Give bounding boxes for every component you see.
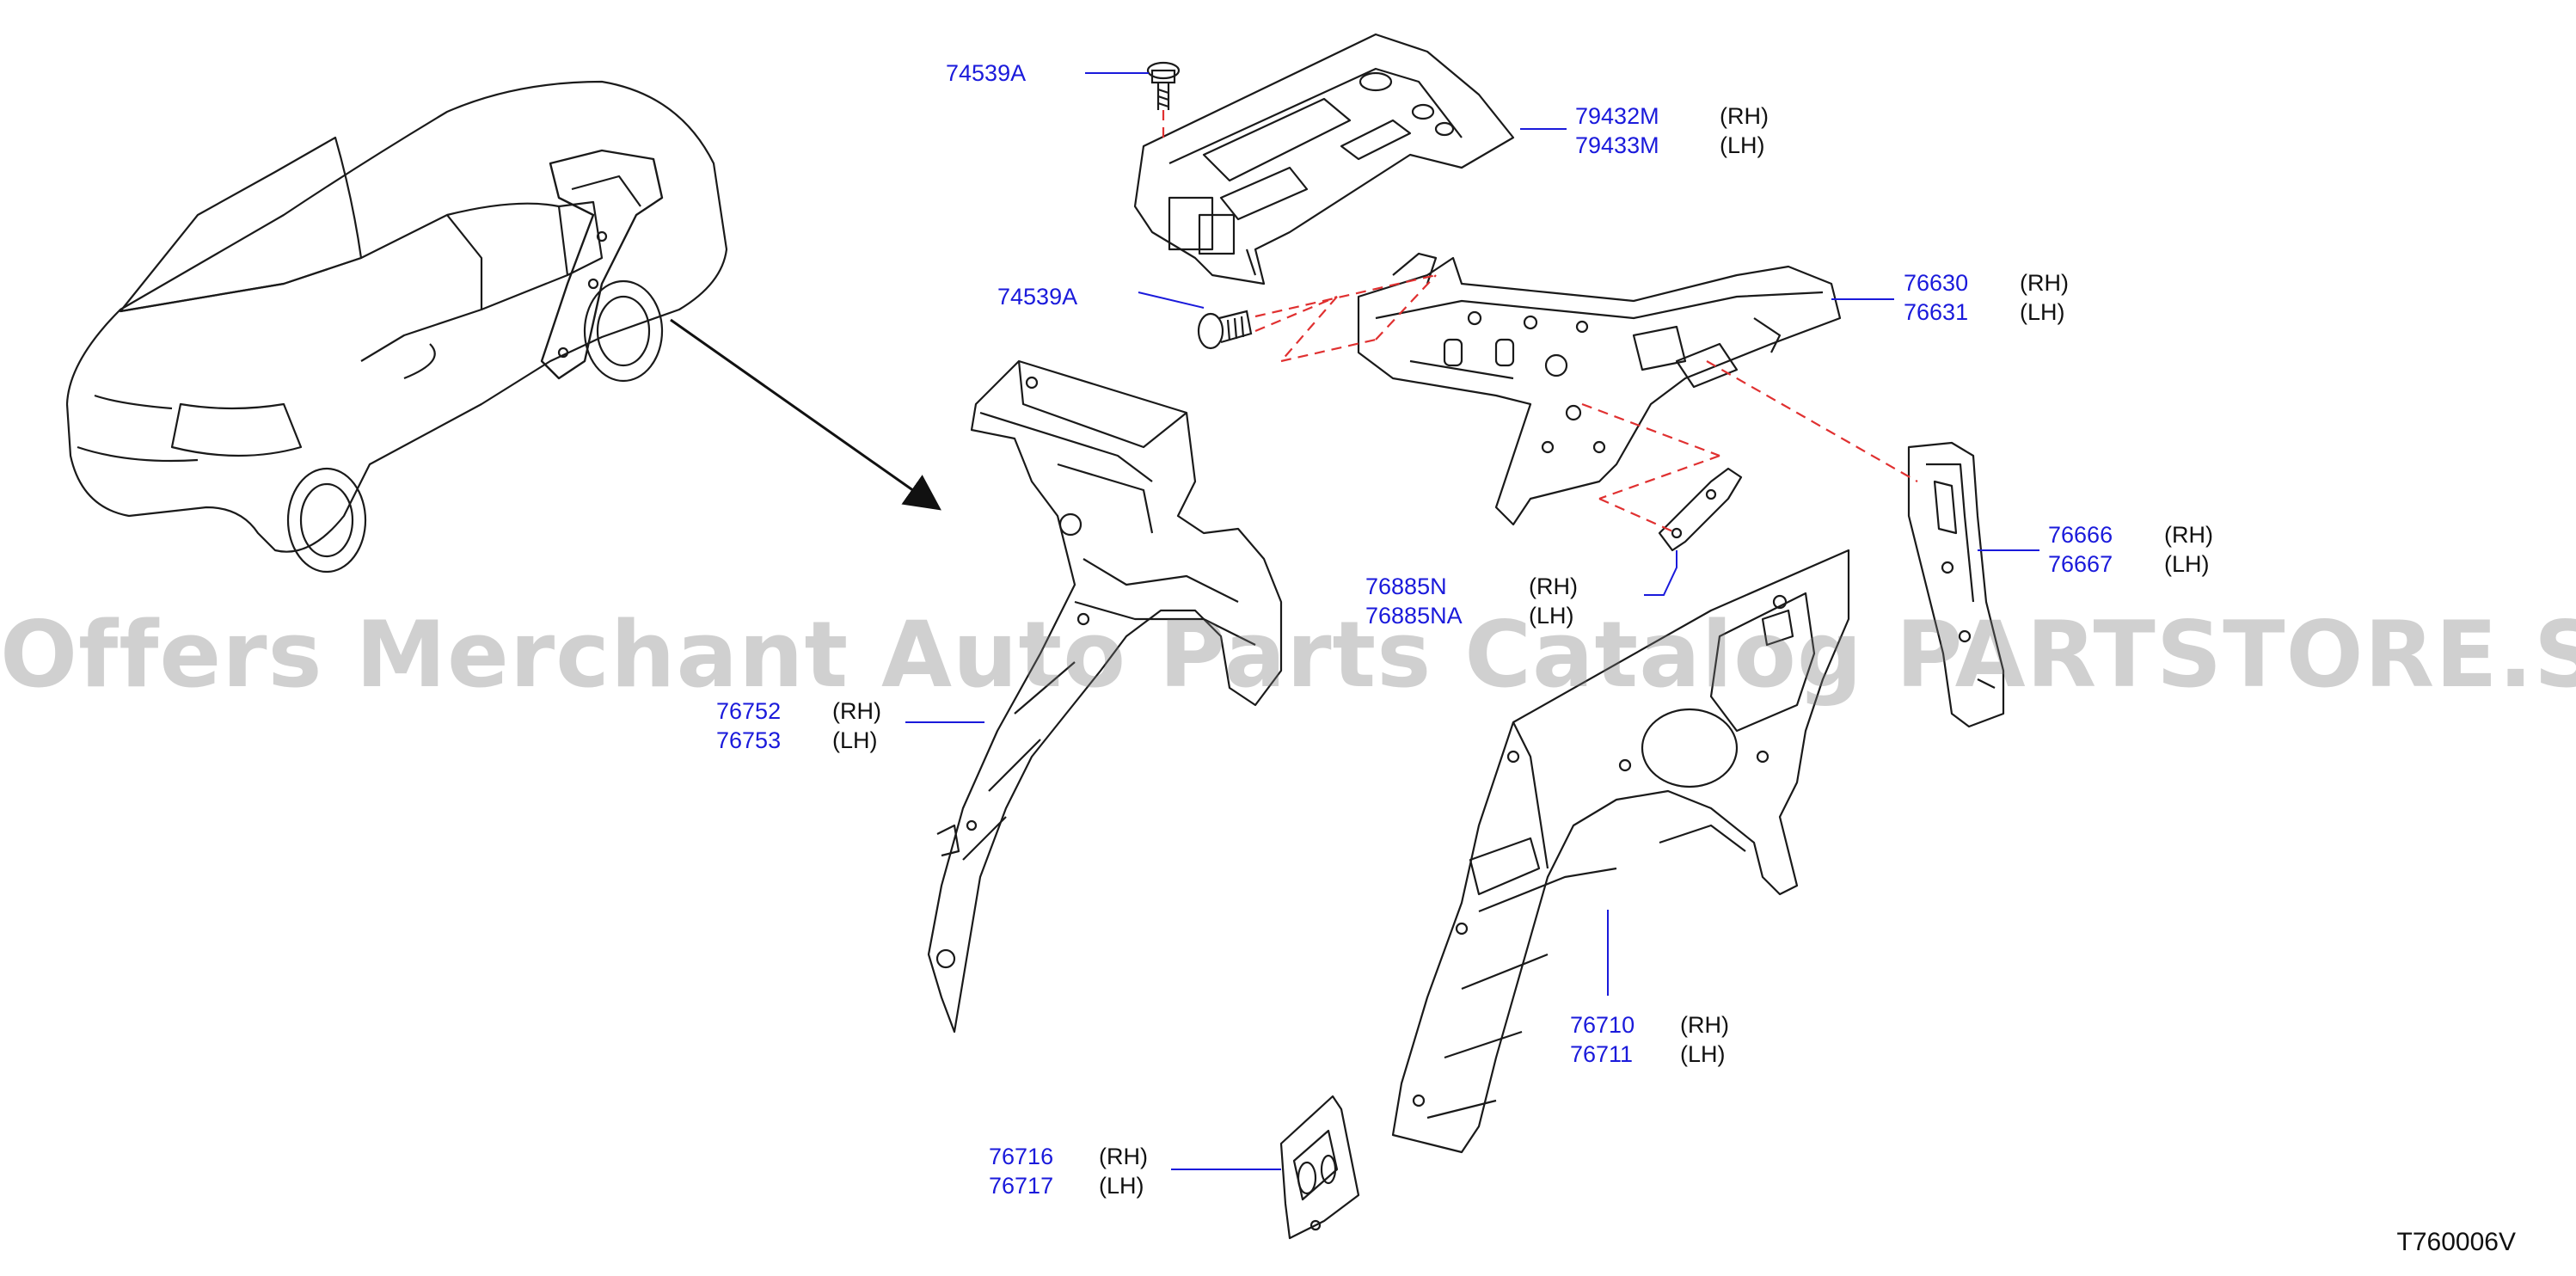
part-number[interactable]: 74539A <box>946 60 1027 86</box>
callout-bolt-top: 74539A <box>946 58 1026 88</box>
diagram-code: T760006V <box>2396 1228 2516 1256</box>
side-lh: (LH) <box>2164 551 2210 577</box>
upper-rail-part <box>1357 252 1842 526</box>
side-rh: (RH) <box>1680 1012 1729 1038</box>
callout-bolt-mid: 74539A <box>997 282 1077 311</box>
side-rh: (RH) <box>2020 270 2069 296</box>
part-number-lh[interactable]: 76885NA <box>1365 603 1463 629</box>
vehicle-illustration <box>65 80 728 574</box>
leader-lines <box>905 72 2039 1170</box>
callout-bracket-top: 79432M (RH) 79433M (LH) <box>1575 101 1769 160</box>
callout-inner-wheelhouse: 76752 (RH) 76753 (LH) <box>716 696 881 755</box>
side-lh: (LH) <box>832 727 878 753</box>
arrow-to-parts <box>670 318 941 511</box>
part-number[interactable]: 74539A <box>997 284 1078 310</box>
callout-outer-wheelhouse: 76710 (RH) 76711 (LH) <box>1570 1010 1729 1069</box>
side-lh: (LH) <box>2020 299 2065 325</box>
callout-upper-rail: 76630 (RH) 76631 (LH) <box>1904 268 2069 327</box>
side-rh: (RH) <box>1529 574 1578 599</box>
part-number-lh[interactable]: 76717 <box>989 1173 1054 1199</box>
callout-small-bracket: 76885N (RH) 76885NA (LH) <box>1365 572 1578 630</box>
part-number-lh[interactable]: 79433M <box>1575 132 1659 158</box>
outer-wheelhouse-part <box>1391 549 1850 1154</box>
rear-bracket-part <box>1133 33 1515 285</box>
bolt-mid-part <box>1197 310 1253 350</box>
bolt-top-part <box>1146 61 1181 110</box>
side-rh: (RH) <box>832 698 881 724</box>
side-rh: (RH) <box>1720 103 1769 129</box>
side-rh: (RH) <box>1099 1144 1148 1169</box>
small-bracket-part <box>1658 467 1743 552</box>
part-number-rh[interactable]: 76666 <box>2048 522 2113 548</box>
callout-pillar-reinf: 76666 (RH) 76667 (LH) <box>2048 520 2213 579</box>
inner-wheelhouse-part <box>927 359 1283 1034</box>
part-number-lh[interactable]: 76711 <box>1570 1041 1634 1067</box>
part-number-rh[interactable]: 76752 <box>716 698 782 724</box>
assembly-guides <box>1162 110 1918 535</box>
side-lh: (LH) <box>1680 1041 1726 1067</box>
side-lh: (LH) <box>1099 1173 1144 1199</box>
part-number-lh[interactable]: 76667 <box>2048 551 2113 577</box>
side-lh: (LH) <box>1529 603 1574 629</box>
part-number-rh[interactable]: 76885N <box>1365 574 1447 599</box>
part-number-rh[interactable]: 76716 <box>989 1144 1054 1169</box>
side-lh: (LH) <box>1720 132 1765 158</box>
part-number-rh[interactable]: 76710 <box>1570 1012 1635 1038</box>
pillar-reinforcement-part <box>1907 441 2005 728</box>
part-number-rh[interactable]: 79432M <box>1575 103 1659 129</box>
part-number-rh[interactable]: 76630 <box>1904 270 1969 296</box>
lower-extension-part <box>1279 1095 1360 1240</box>
part-number-lh[interactable]: 76631 <box>1904 299 1969 325</box>
part-number-lh[interactable]: 76753 <box>716 727 782 753</box>
side-rh: (RH) <box>2164 522 2213 548</box>
callout-lower-ext: 76716 (RH) 76717 (LH) <box>989 1142 1148 1200</box>
